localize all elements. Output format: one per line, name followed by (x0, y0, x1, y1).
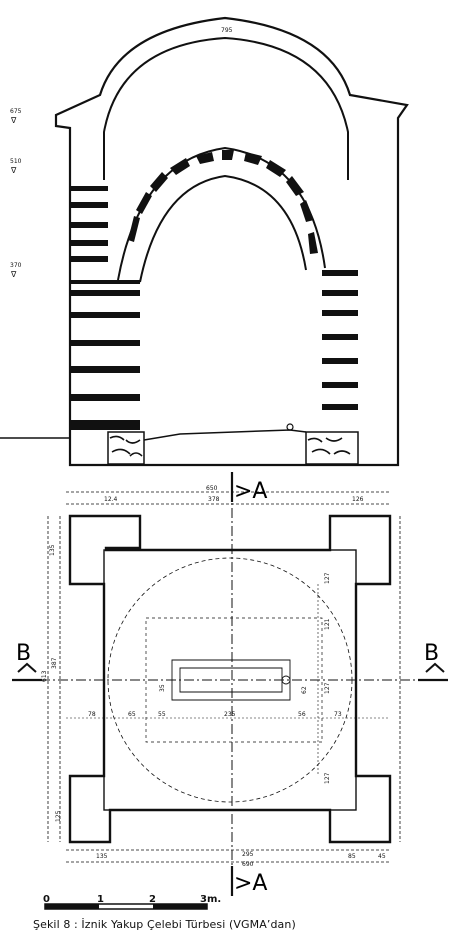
level-triangle-icon: ∇ (10, 116, 17, 125)
dim-overall-width: 650 (206, 485, 218, 492)
scale-tick-3: 3m. (200, 894, 221, 905)
dim-left-inner: 387 (51, 657, 58, 669)
rubble-bases (107, 423, 359, 465)
dim-left-height: 135 (49, 544, 56, 556)
dim-right-lower: 127 (324, 772, 331, 784)
dim-low-right-1: 85 (348, 853, 356, 860)
dim-right-1: 127 (324, 572, 331, 584)
level-510: 510 (10, 158, 22, 165)
dim-right-2: 121 (324, 618, 331, 630)
voussoir-arch (117, 146, 326, 283)
dim-bottom-left: 125 (55, 810, 62, 822)
elevation-drawing: 795 675 510 370 ∇ ∇ ∇ (0, 16, 409, 467)
crown-level: 795 (221, 27, 233, 34)
dim-bottom-6: 73 (334, 711, 342, 718)
section-a-bottom: >A (234, 871, 267, 896)
section-a-top: >A (234, 479, 267, 504)
level-675: 675 (10, 108, 22, 115)
dim-low-mid-2: 690 (242, 861, 254, 868)
dimension-lines (47, 491, 401, 863)
dim-low-left: 135 (96, 853, 108, 860)
dim-bottom-3: 55 (158, 711, 166, 718)
dim-left-total: 613 (41, 670, 48, 682)
scale-tick-2: 2 (149, 894, 156, 905)
section-markers: >A >A B B (12, 472, 448, 896)
level-triangle-icon: ∇ (10, 166, 17, 175)
section-b-left-arrow-icon (17, 662, 37, 673)
dim-bottom-4: 235 (224, 711, 236, 718)
scale-tick-0: 0 (43, 894, 50, 905)
level-370: 370 (10, 262, 22, 269)
section-b-left: B (16, 641, 31, 666)
figure-caption: Şekil 8 : İznik Yakup Çelebi Türbesi (VG… (33, 918, 296, 931)
dim-left-width: 12.4 (104, 496, 118, 503)
dim-right-width: 126 (352, 496, 364, 503)
dim-low-mid: 295 (242, 851, 254, 858)
left-pier-stripes (70, 186, 140, 430)
dimension-labels: 650 12.4 378 126 135 613 387 127 121 127… (41, 485, 386, 868)
plan-drawing: 650 12.4 378 126 135 613 387 127 121 127… (12, 472, 448, 896)
right-pier-stripes (322, 270, 358, 410)
dim-low-right-2: 45 (378, 853, 386, 860)
section-b-right: B (424, 641, 439, 666)
dim-right-3: 127 (324, 682, 331, 694)
dim-bottom-5: 56 (298, 711, 306, 718)
dim-bottom-1: 78 (88, 711, 96, 718)
scale-bar: 0 1 2 3m. (43, 894, 221, 910)
section-b-right-arrow-icon (425, 662, 445, 673)
dim-tomb-height: 35 (159, 684, 166, 692)
level-marks: 795 675 510 370 ∇ ∇ ∇ (10, 27, 233, 279)
dim-bottom-2: 65 (128, 711, 136, 718)
dim-center-width: 378 (208, 496, 220, 503)
level-triangle-icon: ∇ (10, 270, 17, 279)
dim-tomb-depth: 62 (301, 686, 308, 694)
scale-tick-1: 1 (97, 894, 104, 905)
